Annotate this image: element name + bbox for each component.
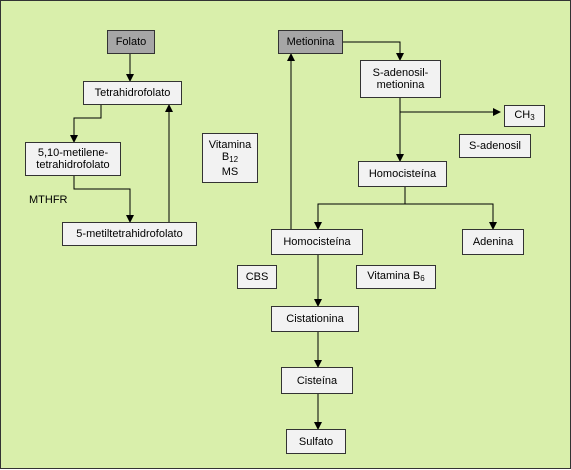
node-vitamina-b6-label: Vitamina B6 bbox=[367, 270, 424, 285]
node-s-adenosil-metionina-line1: S-adenosil- bbox=[372, 67, 429, 79]
node-folato: Folato bbox=[107, 30, 155, 54]
node-homocisteina-top-label: Homocisteína bbox=[368, 168, 437, 180]
node-vitamina-b12-line1: Vitamina bbox=[208, 138, 252, 151]
label-mthfr: MTHFR bbox=[29, 194, 68, 206]
node-cbs: CBS bbox=[237, 265, 277, 289]
node-adenina-label: Adenina bbox=[472, 236, 514, 248]
node-metionina: Metionina bbox=[278, 30, 343, 54]
vitamina-b12-letter: B bbox=[221, 150, 230, 163]
node-ch3: CH3 bbox=[504, 105, 545, 127]
vitamina-b6-base: Vitamina B bbox=[367, 269, 421, 282]
node-metilene-label-line2: tetrahidrofolato bbox=[36, 159, 110, 171]
arrow-tetrahidrofolato-metilene bbox=[70, 105, 102, 143]
ch3-base: CH bbox=[514, 108, 531, 121]
node-metilene-label-line1: 5,10-metilene- bbox=[37, 147, 109, 159]
node-cisteina-label: Cisteína bbox=[296, 374, 338, 387]
node-tetrahidrofolato: Tetrahidrofolato bbox=[83, 81, 182, 105]
node-ch3-label: CH3 bbox=[514, 109, 534, 124]
node-vitamina-b12-line3: MS bbox=[221, 165, 239, 178]
node-vitamina-b6: Vitamina B6 bbox=[356, 265, 436, 289]
node-s-adenosil: S-adenosil bbox=[459, 134, 531, 158]
node-metiltetrahidrofolato-label: 5-metiltetrahidrofolato bbox=[76, 228, 183, 240]
node-folato-label: Folato bbox=[115, 36, 147, 48]
ch3-subscript: 3 bbox=[530, 112, 535, 122]
node-adenina: Adenina bbox=[462, 229, 524, 255]
node-s-adenosil-metionina: S-adenosil- metionina bbox=[360, 60, 441, 98]
node-vitamina-b12-line2: B12 bbox=[222, 151, 238, 166]
vitamina-b6-subscript: 6 bbox=[420, 273, 425, 283]
node-s-adenosil-label: S-adenosil bbox=[469, 140, 521, 152]
arrow-metilene-metiltetrahidrofolato bbox=[73, 176, 134, 223]
node-sulfato: Sulfato bbox=[286, 429, 346, 454]
node-homocisteina-left: Homocisteína bbox=[271, 229, 363, 255]
node-cistationina: Cistationina bbox=[271, 306, 359, 332]
node-metionina-label: Metionina bbox=[286, 36, 335, 48]
node-cisteina: Cisteína bbox=[281, 367, 353, 394]
node-sulfato-label: Sulfato bbox=[298, 435, 334, 448]
node-metiltetrahidrofolato: 5-metiltetrahidrofolato bbox=[62, 222, 197, 246]
arrow-homocisteina-adenina bbox=[405, 203, 497, 230]
node-cistationina-label: Cistationina bbox=[286, 313, 344, 325]
node-tetrahidrofolato-label: Tetrahidrofolato bbox=[94, 87, 171, 99]
node-s-adenosil-metionina-line2: metionina bbox=[376, 79, 425, 91]
node-cbs-label: CBS bbox=[245, 271, 269, 283]
node-homocisteina-top: Homocisteína bbox=[358, 161, 447, 187]
arrow-homocisteina-split bbox=[314, 187, 406, 230]
arrow-metionina-sadenosilmetionina bbox=[343, 41, 404, 61]
node-metilene-tetrahidrofolato: 5,10-metilene- tetrahidrofolato bbox=[25, 142, 121, 176]
node-homocisteina-left-label: Homocisteína bbox=[283, 236, 351, 248]
vitamina-b12-subscript: 12 bbox=[229, 154, 239, 164]
node-vitamina-b12-ms: Vitamina B12 MS bbox=[202, 133, 258, 183]
